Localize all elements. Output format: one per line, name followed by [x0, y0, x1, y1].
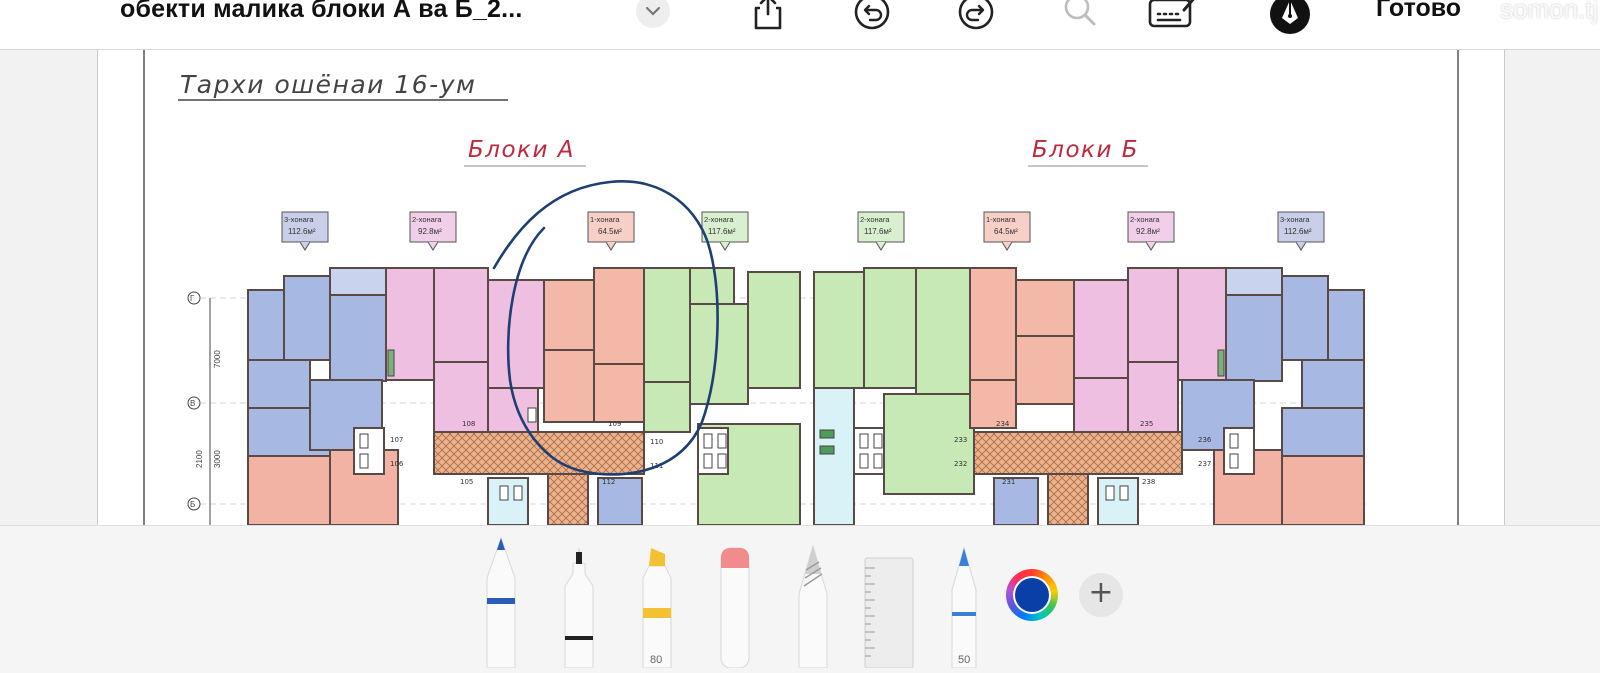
- svg-text:231: 231: [1002, 478, 1015, 486]
- dimension-label-2: 2100: [195, 450, 204, 468]
- crayon-tool[interactable]: [949, 542, 979, 673]
- undo-button[interactable]: [852, 0, 892, 32]
- markup-tool-palette: 80 50 +: [0, 525, 1600, 673]
- search-icon: [1064, 0, 1096, 26]
- svg-text:64.5м²: 64.5м²: [994, 227, 1018, 236]
- svg-text:109: 109: [608, 420, 621, 428]
- svg-text:110: 110: [650, 438, 663, 446]
- svg-text:2-хонага: 2-хонага: [704, 215, 734, 224]
- svg-text:2-хонага: 2-хонага: [412, 215, 442, 224]
- apartment-tag-7: 2-хонага 92.8м²: [1127, 211, 1175, 251]
- fineliner-tool-icon: [564, 547, 594, 669]
- svg-text:3-хонага: 3-хонага: [1280, 215, 1310, 224]
- block-b-fixtures: [819, 349, 1239, 501]
- pen-tip-button[interactable]: [1268, 0, 1312, 34]
- undo-icon: [854, 0, 890, 30]
- svg-text:112.6м²: 112.6м²: [288, 227, 316, 236]
- pencil-tool[interactable]: [795, 542, 831, 673]
- marker-opacity-value: 80: [650, 654, 663, 666]
- svg-text:236: 236: [1198, 436, 1212, 444]
- pen-tool[interactable]: [483, 532, 519, 673]
- redo-icon: [958, 0, 994, 30]
- pencil-tool-icon: [798, 544, 828, 669]
- svg-text:107: 107: [390, 436, 403, 444]
- svg-text:92.8м²: 92.8м²: [418, 227, 442, 236]
- svg-text:Б: Б: [190, 500, 195, 509]
- add-tool-button[interactable]: +: [1079, 573, 1123, 617]
- crayon-width-value: 50: [958, 654, 971, 666]
- dimension-label-1: 7000: [213, 350, 222, 368]
- fineliner-tool[interactable]: [561, 540, 597, 673]
- svg-text:В: В: [190, 399, 195, 408]
- svg-text:234: 234: [996, 420, 1010, 428]
- svg-text:237: 237: [1198, 460, 1211, 468]
- svg-text:112: 112: [602, 478, 615, 486]
- dimension-label-3: 3000: [213, 450, 222, 468]
- hand-drawn-circle-annotation: [492, 180, 719, 476]
- ruler-tool-icon: [864, 557, 914, 669]
- markup-button[interactable]: [1148, 0, 1200, 32]
- apartment-tag-6: 1-хонага 64.5м²: [983, 211, 1031, 251]
- document-page: Тархи ошёнаи 16-ум Блоки А Блоки Б 7000 …: [97, 50, 1505, 525]
- floor-plan-drawing: Тархи ошёнаи 16-ум Блоки А Блоки Б 7000 …: [143, 50, 1459, 525]
- svg-text:Г: Г: [190, 294, 195, 303]
- svg-text:105: 105: [460, 478, 473, 486]
- watermark: somon.tj: [1500, 0, 1599, 24]
- block-a-plan: [247, 267, 801, 525]
- redo-button[interactable]: [956, 0, 996, 32]
- done-button[interactable]: Готово: [1376, 0, 1461, 23]
- svg-text:235: 235: [1140, 420, 1153, 428]
- crayon-tool-icon: [951, 546, 977, 669]
- svg-text:3-хонага: 3-хонага: [284, 215, 314, 224]
- apartment-tag-3: 1-хонага 64.5м²: [587, 211, 635, 251]
- eraser-tool[interactable]: [717, 538, 753, 673]
- svg-text:112.6м²: 112.6м²: [1284, 227, 1312, 236]
- svg-text:232: 232: [954, 460, 967, 468]
- eraser-tool-icon: [720, 547, 750, 669]
- apartment-tag-8: 3-хонага 112.6м²: [1277, 211, 1325, 251]
- document-canvas[interactable]: Тархи ошёнаи 16-ум Блоки А Блоки Б 7000 …: [0, 50, 1600, 525]
- apartment-tag-1: 3-хонага 112.6м²: [281, 211, 329, 251]
- svg-text:233: 233: [954, 436, 967, 444]
- axis-marker-g: Г: [187, 291, 201, 305]
- block-a-fixtures: [359, 349, 727, 501]
- svg-text:106: 106: [390, 460, 404, 468]
- axis-marker-v: В: [187, 396, 201, 410]
- top-toolbar: обекти малика блоки А ва Б_2... Готово s…: [0, 0, 1600, 50]
- ruler-tool[interactable]: [863, 556, 915, 673]
- svg-text:92.8м²: 92.8м²: [1136, 227, 1160, 236]
- svg-text:64.5м²: 64.5м²: [598, 227, 622, 236]
- svg-text:1-хонага: 1-хонага: [590, 215, 620, 224]
- svg-text:238: 238: [1142, 478, 1155, 486]
- plan-title: Тархи ошёнаи 16-ум: [180, 70, 476, 99]
- marker-tool[interactable]: [639, 542, 675, 673]
- block-a-title: Блоки А: [468, 137, 575, 163]
- plus-icon: +: [1088, 575, 1114, 610]
- selected-color-swatch[interactable]: [1015, 578, 1049, 612]
- pen-tip-icon: [1270, 0, 1310, 34]
- svg-text:117.6м²: 117.6м²: [708, 227, 736, 236]
- svg-text:117.6м²: 117.6м²: [864, 227, 892, 236]
- share-icon: [754, 0, 782, 30]
- svg-text:2-хонага: 2-хонага: [1130, 215, 1160, 224]
- svg-text:2-хонага: 2-хонага: [860, 215, 890, 224]
- block-b-plan: [813, 267, 1365, 525]
- block-b-title: Блоки Б: [1032, 137, 1139, 163]
- search-button[interactable]: [1060, 0, 1100, 32]
- pen-tool-icon: [486, 536, 516, 669]
- svg-text:108: 108: [462, 420, 475, 428]
- marker-tool-icon: [642, 548, 672, 669]
- share-button[interactable]: [748, 0, 788, 32]
- title-menu-button[interactable]: [636, 0, 670, 28]
- apartment-tag-2: 2-хонага 92.8м²: [409, 211, 457, 251]
- axis-marker-b: Б: [187, 497, 201, 511]
- markup-icon: [1148, 0, 1195, 28]
- chevron-down-icon: [645, 6, 661, 16]
- svg-text:1-хонага: 1-хонага: [986, 215, 1016, 224]
- document-title[interactable]: обекти малика блоки А ва Б_2...: [120, 0, 523, 23]
- apartment-tag-5: 2-хонага 117.6м²: [857, 211, 905, 251]
